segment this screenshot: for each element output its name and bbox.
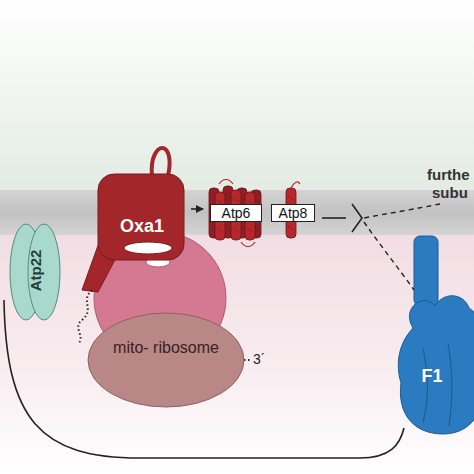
loop: [291, 182, 300, 188]
atp8-protein: Atp8: [270, 182, 316, 244]
oxa1-loop: [152, 148, 170, 176]
node-label: F1: [407, 366, 457, 387]
atp22-protein: Atp22: [8, 222, 62, 322]
node-label: Atp6: [210, 204, 262, 222]
mitoribosome: mito- ribosome: [87, 312, 245, 408]
helix-stripe: [225, 194, 231, 198]
strand-end-label: 3´: [253, 351, 265, 367]
helix-stripe: [217, 228, 223, 232]
node-label: mito- ribosome: [106, 338, 226, 357]
oxa1-pore: [124, 242, 172, 254]
atp6-protein: Atp6: [205, 182, 267, 244]
loop: [219, 180, 233, 185]
helix-stripe: [247, 228, 253, 232]
node-outline: [87, 312, 245, 408]
helix-stripe: [233, 198, 239, 202]
intermembrane-space: [0, 0, 474, 190]
node-label: Atp22: [27, 231, 44, 311]
pathway-line: [4, 300, 404, 458]
nascent-chain: [78, 290, 92, 344]
arrow-connector: [191, 208, 203, 210]
helix-stripe: [288, 196, 294, 200]
annotation-text: furthe: [427, 166, 470, 183]
helix-stripe: [225, 226, 231, 230]
node-label: Atp8: [271, 204, 315, 222]
peripheral-stalk: [414, 236, 438, 306]
dashed-line: [364, 204, 440, 218]
ribosome-small-subunit: [88, 313, 244, 407]
node-label: Oxa1: [96, 216, 188, 237]
dashed-line: [364, 222, 414, 290]
f1-complex: F1: [393, 288, 474, 438]
helix-stripe: [233, 228, 239, 232]
merge-chevron: [352, 204, 362, 232]
node-outline: [96, 146, 188, 262]
annotation-text: subu: [432, 184, 468, 201]
helix-stripe: [288, 226, 294, 230]
loop: [241, 242, 255, 247]
node-outline: [393, 288, 474, 438]
f1-body: [398, 296, 474, 434]
assembly-line: [322, 217, 346, 219]
oxa1-insertase: Oxa1: [96, 146, 188, 262]
